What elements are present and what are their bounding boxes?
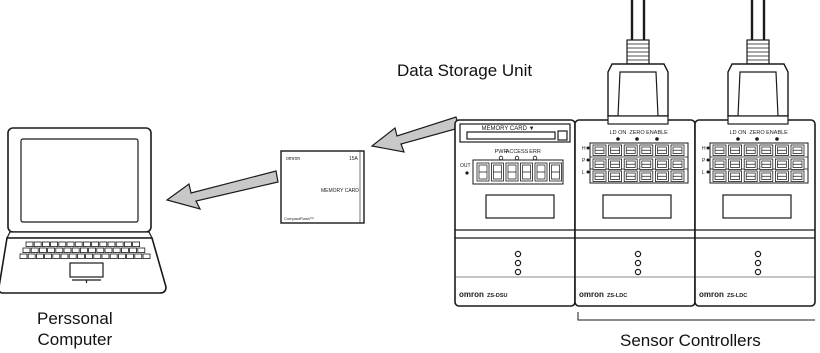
dsu-out-label: OUT bbox=[460, 163, 471, 169]
c1-brand: omron bbox=[579, 290, 604, 299]
c2-ind-zero: ZERO bbox=[749, 130, 765, 136]
c2-side-p: P bbox=[702, 158, 706, 164]
c1-side-h: H bbox=[582, 146, 586, 152]
dsu-ind-access: ACCESS bbox=[506, 149, 529, 155]
data-storage-unit-label: Data Storage Unit bbox=[397, 61, 533, 80]
card-brand: omron bbox=[286, 156, 300, 162]
c1-side-l: L bbox=[582, 170, 585, 176]
memory-card-icon bbox=[280, 150, 365, 224]
card-logo: CompactFlash™ bbox=[284, 216, 314, 221]
personal-computer-label-line2: Computer bbox=[37, 330, 113, 349]
c2-ind-ldon: LD ON bbox=[730, 130, 747, 136]
dsu-ind-err: ERR bbox=[529, 149, 541, 155]
dsu-model: ZS-DSU bbox=[487, 293, 508, 299]
c2-model: ZS-LDC bbox=[727, 293, 747, 299]
c1-ind-enable: ENABLE bbox=[646, 130, 668, 136]
c1-ind-zero: ZERO bbox=[629, 130, 645, 136]
sensor-controllers-label: Sensor Controllers bbox=[620, 331, 761, 350]
c1-model: ZS-LDC bbox=[607, 293, 627, 299]
dsu-brand: omron bbox=[459, 290, 484, 299]
dsu-ind-pwr: PWR bbox=[495, 149, 508, 155]
sensor-connector-1 bbox=[607, 0, 669, 125]
personal-computer-label-line1: Perssonal bbox=[37, 309, 113, 328]
laptop-icon bbox=[0, 127, 167, 294]
card-label: MEMORY CARD bbox=[321, 188, 359, 194]
c2-side-l: L bbox=[702, 170, 705, 176]
sensor-connector-2 bbox=[727, 0, 789, 125]
c2-side-h: H bbox=[702, 146, 706, 152]
c2-ind-enable: ENABLE bbox=[766, 130, 788, 136]
arrow-to-computer bbox=[165, 170, 279, 210]
data-storage-unit bbox=[454, 119, 576, 307]
c2-brand: omron bbox=[699, 290, 724, 299]
sensor-bracket bbox=[577, 312, 815, 321]
c1-ind-ldon: LD ON bbox=[610, 130, 627, 136]
arrow-to-card bbox=[370, 116, 460, 153]
card-capacity: 15A bbox=[349, 156, 359, 162]
personal-computer-label: Perssonal Computer bbox=[37, 308, 113, 350]
dsu-slot-label: MEMORY CARD ▼ bbox=[481, 126, 534, 132]
c1-side-p: P bbox=[582, 158, 586, 164]
